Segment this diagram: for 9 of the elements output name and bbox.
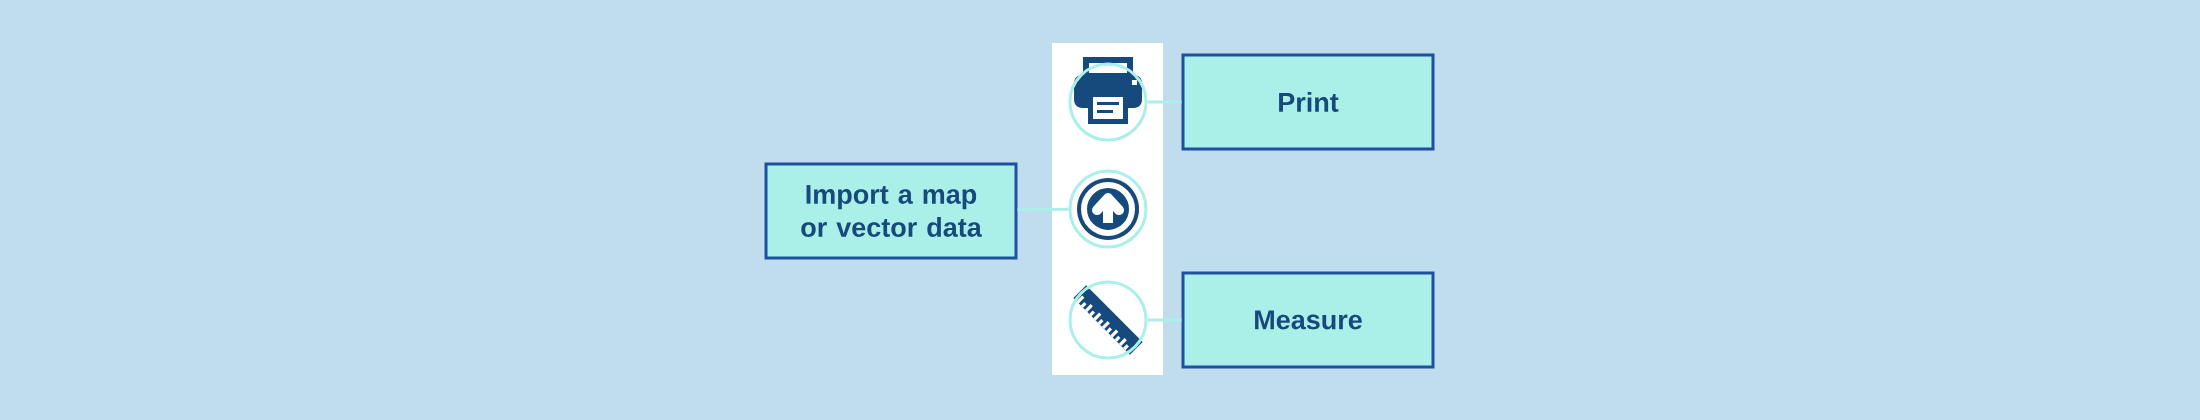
connector-line — [1017, 207, 1069, 212]
label-box: Measure — [1181, 271, 1435, 369]
connector-line — [1147, 100, 1182, 104]
printer-icon — [1068, 57, 1148, 142]
upload-icon — [1068, 169, 1148, 249]
connector-line — [1147, 318, 1182, 322]
ruler-icon — [1068, 280, 1148, 360]
label-box: Print — [1181, 53, 1435, 151]
label-box: Import a map or vector data — [764, 162, 1018, 260]
